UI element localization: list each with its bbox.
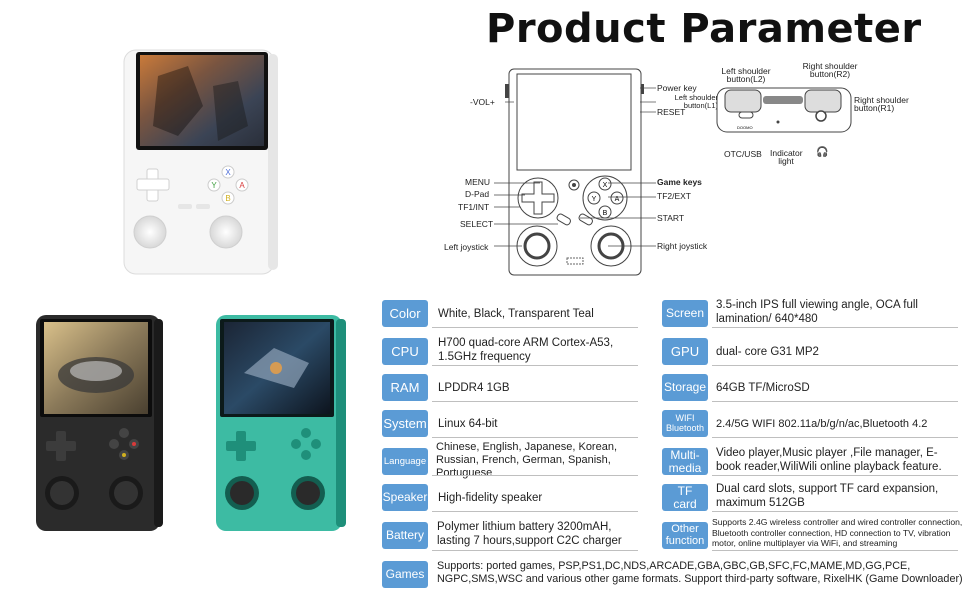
label-menu: MENU xyxy=(465,177,491,187)
divider xyxy=(432,437,638,438)
label-select: SELECT xyxy=(460,219,494,229)
label-r1: Right shoulder button(R1) xyxy=(854,95,909,113)
spec-ram-label: RAM xyxy=(382,374,428,401)
label-l2: Left shoulder button(L2) xyxy=(721,66,771,84)
divider xyxy=(432,550,638,551)
divider xyxy=(432,365,638,366)
spec-speaker-label: Speaker xyxy=(382,484,428,511)
spec-storage-value: 64GB TF/MicroSD xyxy=(716,381,810,394)
divider xyxy=(712,327,958,328)
page-title: Product Parameter xyxy=(486,6,922,52)
spec-system-label: System xyxy=(382,410,428,437)
divider xyxy=(432,401,638,402)
headphone-icon: 🎧 xyxy=(816,147,829,158)
spec-other-label: Other function xyxy=(662,522,708,549)
spec-gpu-value: dual- core G31 MP2 xyxy=(716,345,819,358)
divider xyxy=(432,475,638,476)
spec-battery-label: Battery xyxy=(382,522,428,549)
spec-tfcard-value: Dual card slots, support TF card expansi… xyxy=(716,483,939,509)
svg-text:B: B xyxy=(225,194,230,203)
spec-wifi-label: WIFI Bluetooth xyxy=(662,410,708,437)
divider xyxy=(712,550,958,551)
black-device-image xyxy=(36,315,163,531)
spec-cpu-label: CPU xyxy=(382,338,428,365)
svg-text:A: A xyxy=(615,196,620,203)
teal-device-image xyxy=(216,315,346,531)
spec-multimedia-value: Video player,Music player ,File manager,… xyxy=(716,447,942,473)
label-dpad: D-Pad xyxy=(465,189,490,199)
brand-mark: DOOMO xyxy=(737,125,753,130)
spec-color-value: White, Black, Transparent Teal xyxy=(438,307,594,320)
spec-language-value: Chinese, English, Japanese, Korean, Russ… xyxy=(436,440,618,479)
spec-wifi-value: 2.4/5G WIFI 802.11a/b/g/n/ac,Bluetooth 4… xyxy=(716,417,928,430)
white-device-image: X Y A B xyxy=(123,49,278,275)
label-power: Power key xyxy=(657,83,697,93)
spec-screen-label: Screen xyxy=(662,300,708,327)
svg-text:X: X xyxy=(603,182,608,189)
svg-text:X: X xyxy=(225,168,231,177)
svg-text:B: B xyxy=(603,210,608,217)
leader-lines xyxy=(494,87,656,247)
spec-language-label: Language xyxy=(382,448,428,475)
label-reset: RESET xyxy=(657,107,686,117)
label-tf1: TF1/INT xyxy=(458,202,490,212)
white-dpad xyxy=(136,168,170,202)
spec-system-value: Linux 64-bit xyxy=(438,417,498,430)
label-indicator: Indicator light xyxy=(770,148,803,166)
spec-storage-label: Storage xyxy=(662,374,708,401)
svg-text:A: A xyxy=(239,181,245,190)
top-diagram: DOOMO xyxy=(716,87,852,133)
divider xyxy=(712,401,958,402)
divider xyxy=(712,511,958,512)
divider xyxy=(432,511,638,512)
spec-games-label: Games xyxy=(382,561,428,588)
label-otg: OTC/USB xyxy=(724,149,762,159)
spec-games-value: Supports: ported games, PSP,PS1,DC,NDS,A… xyxy=(437,560,963,585)
label-left-joystick: Left joystick xyxy=(444,242,489,252)
spec-ram-value: LPDDR4 1GB xyxy=(438,381,510,394)
svg-text:Y: Y xyxy=(211,181,217,190)
spec-gpu-label: GPU xyxy=(662,338,708,365)
divider xyxy=(712,365,958,366)
label-right-joystick: Right joystick xyxy=(657,241,708,251)
spec-screen-value: 3.5-inch IPS full viewing angle, OCA ful… xyxy=(716,299,918,325)
divider xyxy=(712,437,958,438)
label-game-keys: Game keys xyxy=(657,177,702,187)
spec-speaker-value: High-fidelity speaker xyxy=(438,491,543,504)
label-start: START xyxy=(657,213,685,223)
spec-battery-value: Polymer lithium battery 3200mAH, lasting… xyxy=(437,521,622,547)
label-vol: -VOL+ xyxy=(470,97,495,107)
spec-other-value: Supports 2.4G wireless controller and wi… xyxy=(712,517,963,549)
front-diagram: X Y A B xyxy=(505,68,644,276)
label-tf2: TF2/EXT xyxy=(657,191,692,201)
spec-color-label: Color xyxy=(382,300,428,327)
divider xyxy=(712,475,958,476)
spec-cpu-value: H700 quad-core ARM Cortex-A53, 1.5GHz fr… xyxy=(438,337,614,363)
svg-text:Y: Y xyxy=(592,196,597,203)
label-l1: Left shoulder button(L1) xyxy=(674,93,718,110)
divider xyxy=(432,327,638,328)
spec-tfcard-label: TF card xyxy=(662,484,708,511)
label-r2: Right shoulder button(R2) xyxy=(802,61,858,79)
spec-multimedia-label: Multi-media xyxy=(662,448,708,475)
